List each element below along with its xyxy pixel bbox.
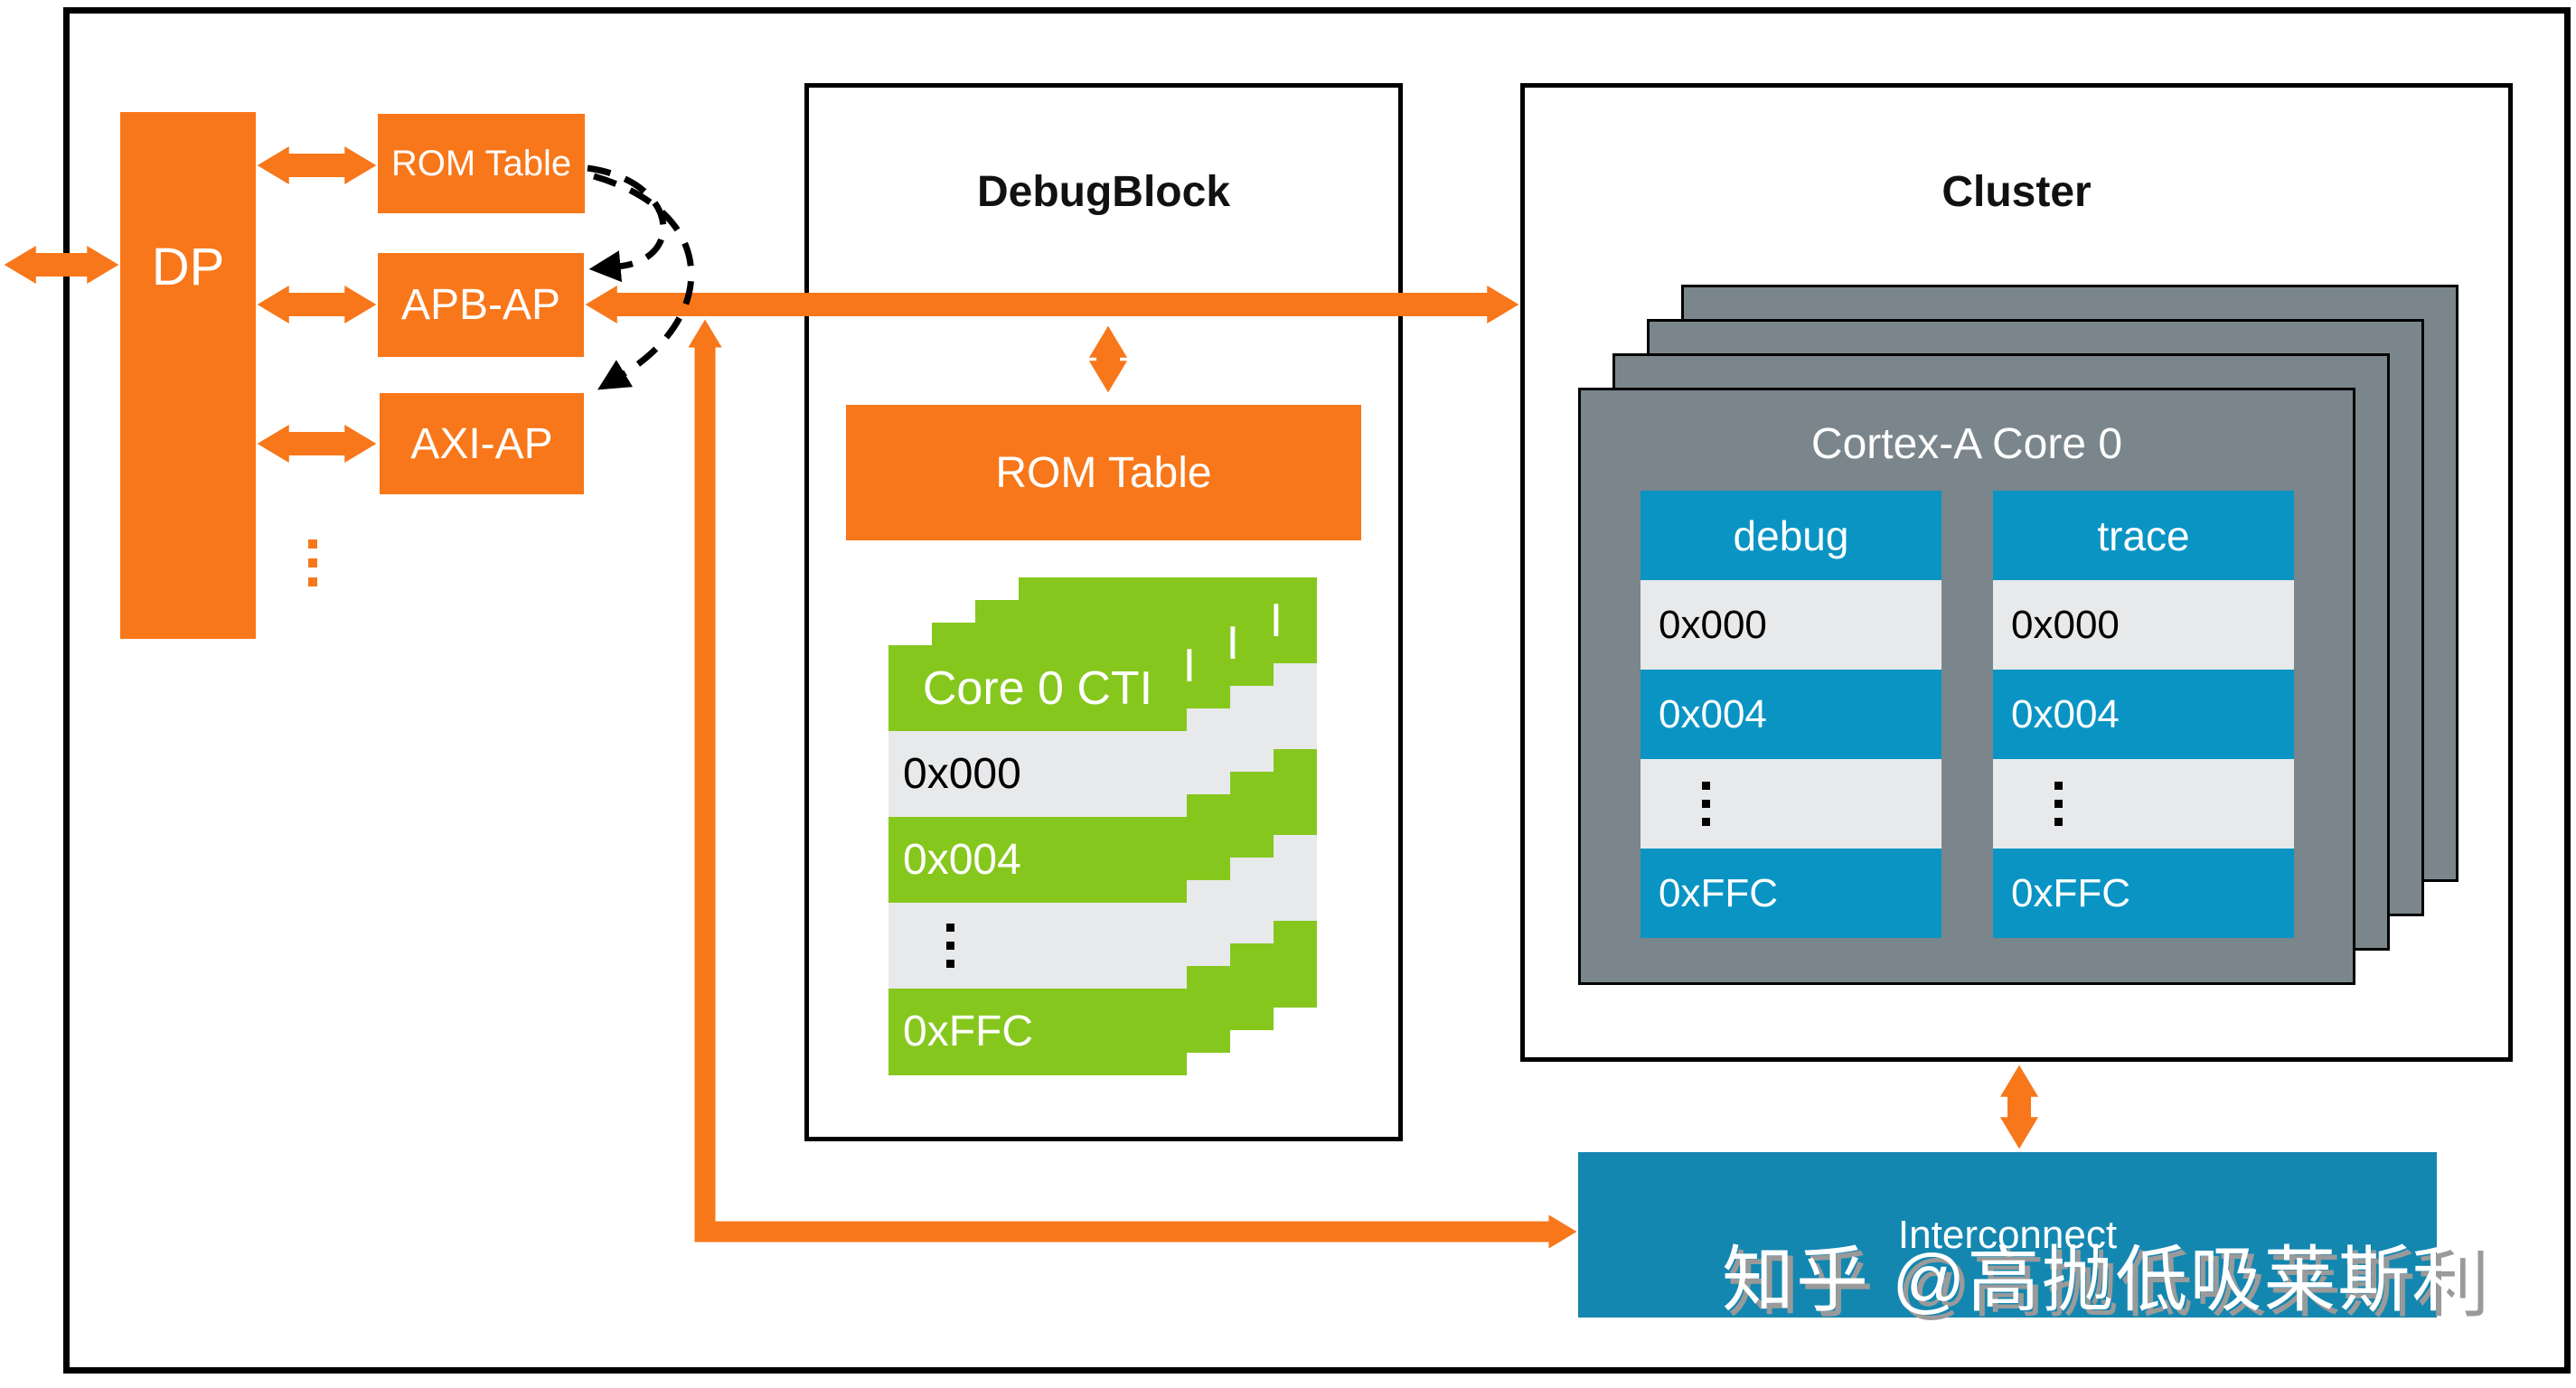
- register-row: [1993, 759, 2294, 849]
- interconnect-label: Interconnect: [1897, 1212, 2118, 1257]
- rom-table-ap-label: ROM Table: [390, 143, 572, 183]
- interconnect-block: Interconnect: [1578, 1152, 2437, 1318]
- cti-register-row: 0x000: [888, 731, 1187, 817]
- more-aps-ellipsis-dot: [308, 539, 317, 549]
- rom-table-ap-block: ROM Table: [378, 114, 585, 213]
- apb-ap-block: APB-AP: [378, 253, 584, 357]
- watermark-text: 知乎 @高抛低吸莱斯利: [1722, 1240, 2487, 1320]
- vertical-ellipsis: [946, 924, 954, 968]
- debug-block-rom-table: ROM Table: [846, 405, 1361, 540]
- axi-ap-block: AXI-AP: [380, 393, 584, 494]
- register-row: 0xFFC: [1641, 849, 1941, 938]
- core-0-cti-card: Core 0 CTI 0x000 0x004 0xFFC: [888, 645, 1187, 1075]
- dp-block: DP: [120, 112, 256, 639]
- more-aps-ellipsis-dot: [308, 577, 317, 586]
- apb-ap-label: APB-AP: [400, 281, 561, 329]
- cortex-core-title: Cortex-A Core 0: [1810, 420, 2123, 468]
- debug-block-rom-table-label: ROM Table: [995, 448, 1212, 497]
- trace-table-header: trace: [1993, 491, 2294, 580]
- cluster-title: Cluster: [1941, 168, 2092, 216]
- cti-register-row: 0x004: [903, 836, 1021, 884]
- register-row: 0x000: [1641, 580, 1941, 670]
- core-cti-title: Core 0 CTI: [922, 661, 1153, 715]
- register-row: 0xFFC: [1993, 849, 2294, 938]
- debug-block-title: DebugBlock: [976, 168, 1231, 216]
- vertical-ellipsis: [2054, 782, 2063, 826]
- cti-register-row: 0xFFC: [903, 1008, 1033, 1055]
- more-aps-ellipsis-dot: [308, 558, 317, 567]
- cti-register-row: [888, 903, 1187, 989]
- register-row: 0x004: [1993, 670, 2294, 759]
- register-row: [1641, 759, 1941, 849]
- vertical-ellipsis: [1702, 782, 1710, 826]
- register-row: 0x004: [1641, 670, 1941, 759]
- register-row: 0x000: [1993, 580, 2294, 670]
- axi-ap-label: AXI-AP: [410, 419, 553, 468]
- dp-label: DP: [151, 238, 225, 296]
- diagram-outer-border: [63, 7, 2571, 1374]
- debug-table-header: debug: [1641, 491, 1941, 580]
